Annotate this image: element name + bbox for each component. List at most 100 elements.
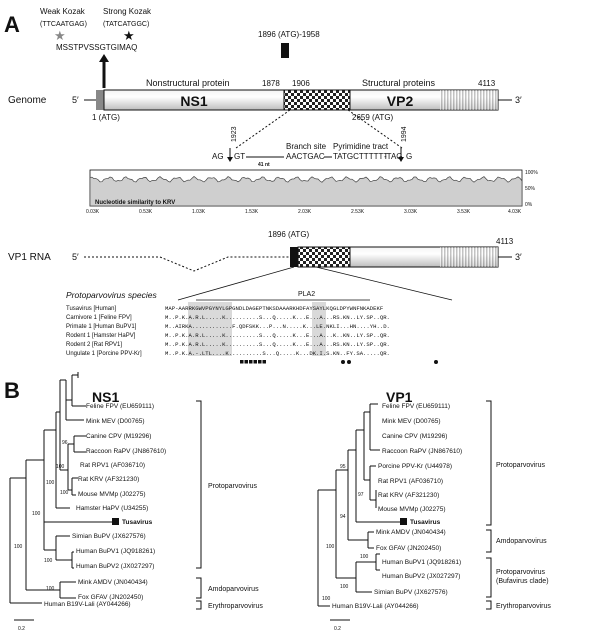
ns1-taxon: Human B19V-Lali (AY044266): [44, 601, 131, 608]
vp1-bootstrap: 100: [340, 584, 349, 590]
vp1-taxon: Human BuPV2 (JX027297): [382, 573, 460, 580]
ns1-group-protoparvovirus: Protoparvovirus: [208, 483, 258, 490]
ns1-taxon: Mink MEV (D00765): [86, 418, 145, 425]
vp1-start-block: [290, 247, 298, 267]
splice-tag: -TAG: [384, 152, 403, 161]
alignment-species: Primate 1 [Human BuPV1]: [66, 324, 137, 330]
alignment-seq: M..P.K.A.-.LTL....K..........S...Q.....K…: [165, 350, 390, 357]
conserved-residue-markers: [240, 360, 438, 364]
weak-kozak-title: Weak Kozak: [40, 7, 86, 16]
alignment-seq: M..P.K.A.R.L.....K..........S...Q.....K.…: [165, 341, 390, 348]
weak-kozak-star-icon: ★: [54, 28, 66, 43]
alignment-seq: MAP-AARRKGWVPGYNYLGPGNDLDAGEPTNKSDAAARKH…: [165, 305, 383, 312]
ns1-tree-branches: [9, 372, 118, 604]
atg-box-label: 1896 (ATG)-1958: [258, 30, 320, 39]
vp1-group-amdoparvovirus: Amdoparvovirus: [496, 538, 547, 545]
vp1-unique-block: [297, 246, 351, 268]
vp1-start-box: [281, 43, 289, 58]
vp1-unique-region: [283, 89, 351, 111]
pos-1906: 1906: [292, 79, 310, 88]
alignment-species: Tusavirus [Human]: [66, 306, 116, 312]
vp1-taxon: Human B19V-Lali (AY044266): [332, 603, 419, 610]
x-tick: 0.53K: [139, 209, 153, 215]
vp1-atg-label: 1896 (ATG): [268, 230, 310, 239]
pla2-label: PLA2: [298, 291, 315, 298]
ns1-taxon: Simian BuPV (JX627576): [72, 533, 146, 540]
similarity-trace: [89, 176, 523, 207]
vp1-group-bufavirus: Protoparvovirus: [496, 569, 546, 576]
alignment-seq: M..AIRKA............F.QDFSKK...P...N....…: [165, 323, 390, 330]
splice-left-pos: 1923: [231, 126, 238, 142]
vp1-tree-title: VP1: [386, 389, 413, 405]
ns1-scale-label: 0.2: [18, 626, 25, 632]
x-tick: 2.53K: [351, 209, 365, 215]
x-tick: 3.03K: [404, 209, 418, 215]
ns1-tree-title: NS1: [92, 389, 119, 405]
strong-kozak-seq: (TATCATGGC): [103, 21, 149, 28]
alignment-title: Protoparvovirus species: [66, 290, 157, 300]
x-tick: 1.03K: [192, 209, 206, 215]
vp1-bootstrap: 100: [326, 544, 335, 550]
ns1-taxon-tusavirus: Tusavirus: [122, 519, 153, 526]
alignment-species: Rodent 2 [Rat RPV1]: [66, 342, 122, 348]
ns1-label: NS1: [180, 93, 207, 109]
ns1-bootstrap: 96: [62, 440, 68, 446]
strong-kozak-title: Strong Kozak: [103, 7, 152, 16]
vp1-group-erythroparvovirus: Erythroparvovirus: [496, 603, 551, 610]
ns1-bootstrap: 100: [46, 480, 55, 486]
pyrimidine-label: Pyrimidine tract: [333, 142, 389, 151]
vp1-spliced-intron: [84, 256, 290, 272]
y-tick-50: 50%: [525, 186, 536, 192]
x-tick: 1.53K: [245, 209, 259, 215]
vp1-three-prime: 3′: [515, 252, 522, 262]
y-tick-0: 0%: [525, 202, 533, 208]
pyrimidine-seq: TATGCTTTTTT: [333, 152, 388, 161]
ns1-taxon: Hamster HaPV (U34255): [76, 505, 148, 512]
ns1-taxon: Mink AMDV (JN040434): [78, 579, 148, 586]
alignment-species: Carnivore 1 [Feline FPV]: [66, 315, 132, 321]
ns1-taxon: Raccoon RaPV (JN867610): [86, 448, 166, 455]
vp1-taxon: Porcine PPV-Kr (U44978): [378, 463, 452, 470]
vp1-taxon: Mink MEV (D00765): [382, 418, 441, 425]
ns1-taxon: Rat KRV (AF321230): [78, 476, 139, 483]
vp2-label: VP2: [387, 93, 414, 109]
alignment-species: Rodent 1 [Hamster HaPV]: [66, 333, 136, 339]
ns1-taxon: Feline FPV (EU659111): [86, 403, 154, 410]
branch-site-label: Branch site: [286, 142, 327, 151]
weak-kozak-seq: (TTCAATGAG): [40, 21, 87, 28]
vp1-bootstrap: 95: [340, 464, 346, 470]
structural-label: Structural proteins: [362, 78, 436, 88]
vp1-tusavirus-marker-icon: [400, 518, 407, 525]
pla2-highlight-1: [188, 302, 232, 356]
ns1-taxon: Fox GFAV (JN202450): [78, 594, 143, 601]
branch-site-seq: AACTGAC: [286, 152, 325, 161]
vp1-bootstrap: 94: [340, 514, 346, 520]
alignment-species: Ungulate 1 [Porcine PPV-Kr]: [66, 351, 142, 357]
x-tick: 2.03K: [298, 209, 312, 215]
pos-4113: 4113: [478, 79, 496, 88]
vp1-bootstrap: 97: [358, 492, 364, 498]
vp1-group-protoparvovirus: Protoparvovirus: [496, 462, 546, 469]
genome-leader: [96, 90, 104, 110]
ns1-taxon: Human BuPV2 (JX027297): [76, 563, 154, 570]
ns1-bootstrap: 100: [60, 490, 69, 496]
vp1-taxon: Simian BuPV (JX627576): [374, 589, 448, 596]
nonstructural-label: Nonstructural protein: [146, 78, 230, 88]
ns1-tree: NS1: [9, 372, 263, 632]
ns1-bootstrap: 100: [56, 464, 65, 470]
panel-b-label: B: [4, 378, 20, 403]
tusavirus-marker-icon: [112, 518, 119, 525]
ns1-taxon: Human BuPV1 (JQ918261): [76, 548, 155, 555]
vp1-bootstrap: 100: [360, 554, 369, 560]
vp1-clade-brackets: [486, 400, 492, 610]
genome-three-prime: 3′: [515, 95, 522, 105]
splice-left-seq: AG: [212, 152, 224, 161]
vp1-taxon: Human BuPV1 (JQ918261): [382, 559, 461, 566]
genome-five-prime: 5′: [72, 95, 79, 105]
ns1-group-amdoparvovirus: Amdoparvovirus: [208, 586, 259, 593]
vp1-taxon: Rat KRV (AF321230): [378, 492, 439, 499]
vp1-group-bufavirus-clade: (Bufavirus clade): [496, 578, 549, 585]
vp1-end-pos: 4113: [496, 237, 514, 246]
alignment-rows: Tusavirus [Human] MAP-AARRKGWVPGYNYLGPGN…: [66, 305, 390, 357]
